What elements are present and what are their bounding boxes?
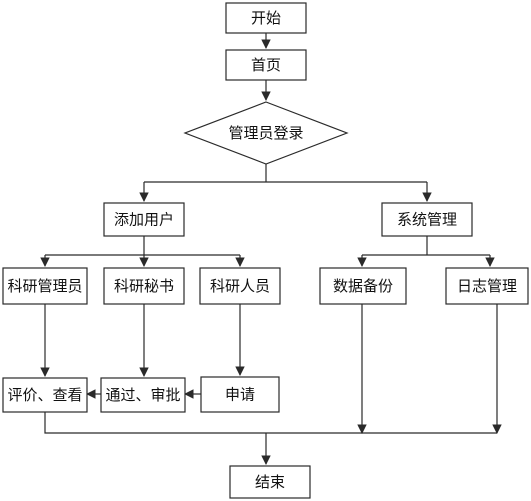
node-start: 开始	[225, 2, 307, 34]
node-data-backup: 数据备份	[319, 267, 407, 305]
node-data-backup-label: 数据备份	[333, 277, 393, 295]
node-add-user: 添加用户	[103, 202, 185, 237]
node-evaluate-label: 评价、查看	[7, 386, 82, 404]
node-sys-mgmt: 系统管理	[381, 202, 473, 237]
edge-evaluate-bus	[44, 412, 497, 434]
node-approve: 通过、审批	[100, 377, 186, 413]
node-home: 首页	[225, 49, 307, 81]
node-sr-staff-label: 科研人员	[210, 277, 270, 295]
node-sr-admin-label: 科研管理员	[7, 277, 82, 295]
edges	[40, 33, 502, 465]
node-apply: 申请	[200, 376, 280, 413]
node-sr-secretary: 科研秘书	[103, 267, 185, 305]
node-start-label: 开始	[251, 9, 281, 27]
node-sr-staff: 科研人员	[199, 267, 281, 305]
node-end: 结束	[229, 465, 311, 499]
node-sr-secretary-label: 科研秘书	[114, 277, 174, 295]
node-sr-admin: 科研管理员	[2, 267, 88, 305]
node-evaluate: 评价、查看	[2, 377, 88, 413]
node-add-user-label: 添加用户	[114, 211, 174, 229]
node-end-label: 结束	[255, 473, 285, 491]
node-sys-mgmt-label: 系统管理	[397, 211, 457, 229]
node-log-mgmt-label: 日志管理	[457, 277, 517, 295]
node-login: 管理员登录	[183, 101, 349, 165]
node-home-label: 首页	[251, 56, 281, 74]
node-apply-label: 申请	[225, 386, 255, 404]
node-approve-label: 通过、审批	[105, 386, 180, 404]
node-log-mgmt: 日志管理	[445, 267, 529, 305]
node-login-label: 管理员登录	[228, 124, 303, 142]
